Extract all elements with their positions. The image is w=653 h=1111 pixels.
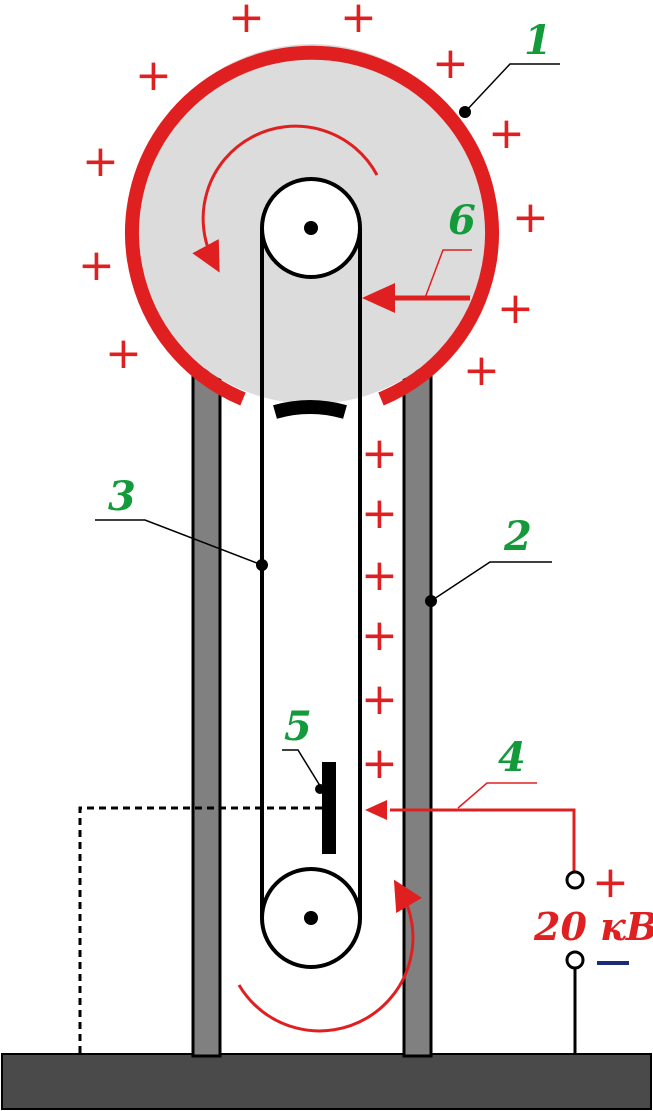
leader-line-4 [457, 782, 537, 809]
label-3: 3 [108, 473, 136, 520]
negative-terminal [565, 950, 585, 970]
charge-plus: + [432, 38, 469, 89]
bottom-pulley-axle [304, 911, 318, 925]
bottom-rotation-arrow [237, 879, 423, 1033]
label-4: 4 [498, 734, 526, 781]
charge-plus: + [361, 428, 398, 479]
top-rotation-arrow [192, 124, 379, 273]
comb-electrode [322, 762, 336, 854]
base-plate [1, 1053, 652, 1110]
charge-plus: + [228, 0, 265, 43]
charge-plus: + [105, 328, 142, 379]
charge-plus: + [361, 550, 398, 601]
sphere-shell [125, 45, 499, 406]
leader-line-6 [424, 249, 472, 299]
charge-plus: + [361, 488, 398, 539]
leader-line-2 [430, 561, 552, 602]
charge-plus: + [361, 738, 398, 789]
sphere-charges: + + + + + + + + + + + [78, 0, 549, 396]
source-minus-sign [597, 961, 629, 965]
support-column-left [191, 368, 222, 1058]
charge-plus: + [82, 136, 119, 187]
charge-plus: + [135, 50, 172, 101]
charge-plus: + [463, 345, 500, 396]
top-pulley-axle [304, 221, 318, 235]
support-column-right [402, 368, 433, 1058]
label-1: 1 [524, 17, 552, 64]
leader-dot-3 [256, 559, 268, 571]
label-2: 2 [503, 513, 532, 560]
collector-arrow-head [362, 283, 395, 313]
label-5: 5 [284, 703, 312, 750]
charge-plus: + [78, 240, 115, 291]
ground-wire-dashed [78, 806, 322, 1054]
charge-plus: + [497, 283, 534, 334]
positive-terminal [565, 870, 585, 890]
electrode-wire [390, 808, 576, 872]
leader-dot-2 [425, 595, 437, 607]
electrode-arrow-head [365, 800, 387, 820]
charge-plus: + [361, 610, 398, 661]
leader-dot-1 [459, 106, 471, 118]
source-plus-sign: + [592, 857, 629, 908]
charge-plus: + [512, 192, 549, 243]
leader-dot-5 [315, 784, 325, 794]
charge-plus: + [361, 674, 398, 725]
leader-line-1 [464, 63, 560, 113]
label-6: 6 [448, 197, 476, 244]
charge-plus: + [488, 108, 525, 159]
charge-plus: + [340, 0, 377, 43]
belt-charges: + + + + + + [361, 428, 398, 789]
leader-line-5 [282, 749, 323, 790]
leader-line-3 [95, 519, 263, 566]
sphere-bottom-arc [273, 400, 347, 419]
voltage-label: 20 кВ [533, 904, 653, 949]
